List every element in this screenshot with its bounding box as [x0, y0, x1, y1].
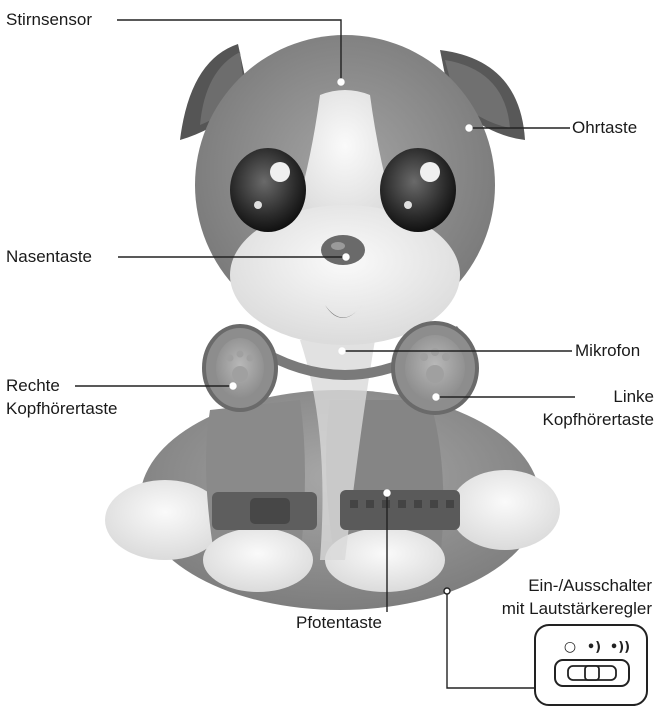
label-switch-line1: Ein-/Ausschalter [528, 575, 652, 597]
puppy-head [180, 35, 525, 345]
switch-off-symbol: ○ [564, 639, 576, 655]
point-pfotentaste [384, 490, 390, 496]
label-rechte-line2: Kopfhörertaste [6, 398, 118, 420]
point-mikrofon [339, 348, 345, 354]
label-nasentaste: Nasentaste [6, 246, 92, 268]
label-pfotentaste: Pfotentaste [296, 612, 382, 634]
point-switch [444, 588, 450, 594]
point-ohrtaste [466, 125, 472, 131]
label-mikrofon: Mikrofon [575, 340, 640, 362]
label-linke-line1: Linke [613, 386, 654, 408]
point-stirnsensor [338, 79, 344, 85]
label-ohrtaste: Ohrtaste [572, 117, 637, 139]
label-switch-line2: mit Lautstärkeregler [502, 598, 652, 620]
switch-volume-high-symbol: •)) [610, 640, 630, 655]
power-switch-panel [535, 625, 647, 705]
label-linke-line2: Kopfhörertaste [542, 409, 654, 431]
point-nasentaste [343, 254, 349, 260]
point-linke [433, 394, 439, 400]
point-rechte [230, 383, 236, 389]
label-rechte-line1: Rechte [6, 375, 60, 397]
switch-volume-low-symbol: •) [587, 640, 601, 655]
puppy-body [105, 340, 560, 610]
label-stirnsensor: Stirnsensor [6, 9, 92, 31]
